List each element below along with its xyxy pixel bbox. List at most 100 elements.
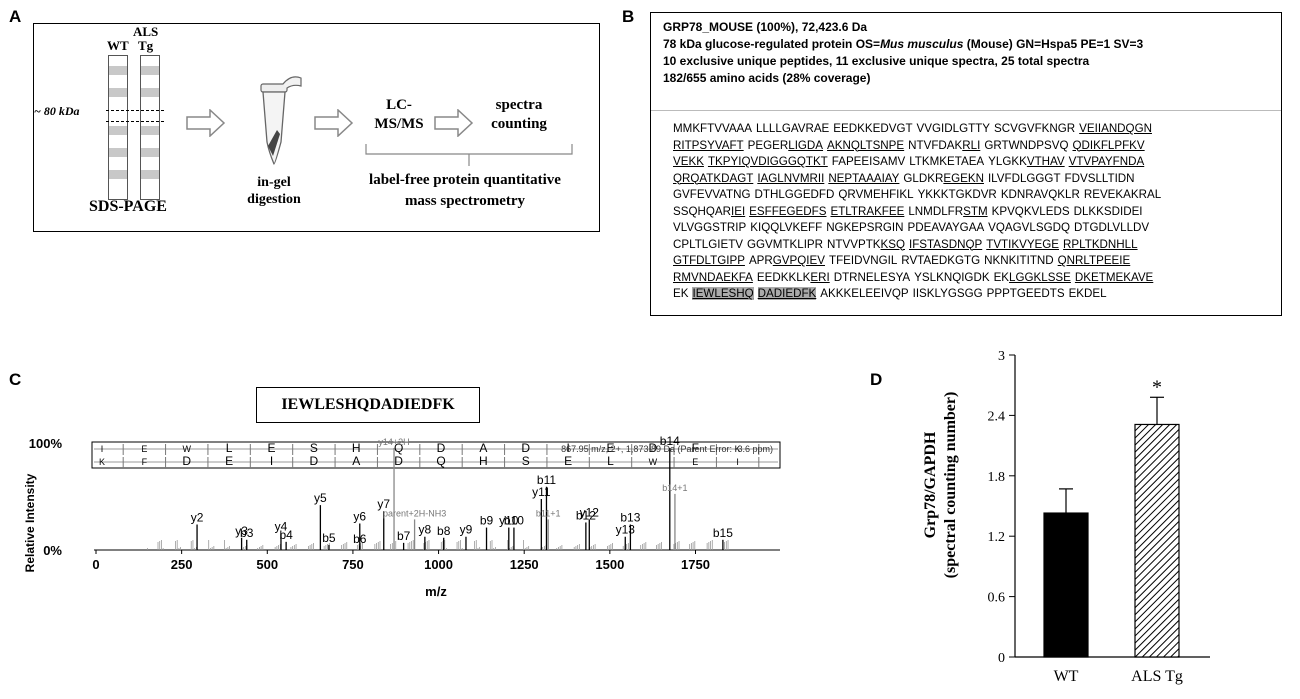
sequence-block: EKDEL [1068, 287, 1107, 300]
sequence-block: GRTWNDPSVQ [984, 138, 1069, 152]
b-ion-residue: K [735, 444, 741, 454]
panel-letter-d: D [870, 370, 883, 389]
arrow-right-icon [186, 109, 226, 137]
sequence-block: NTVVPTKKSQ [827, 237, 905, 251]
x-tick-label: 0 [92, 557, 99, 572]
sequence-block: VEIIANDQGN [1079, 122, 1152, 135]
sequence-block: RVTAEDKGTG [901, 254, 981, 267]
sequence-block: PDEAVAYGAA [907, 221, 985, 234]
peak-label: y9 [460, 523, 473, 537]
sequence-block: TFEIDVNGIL [828, 254, 898, 267]
b-ion-residue: E [267, 441, 275, 455]
sequence-block: QDIKFLPFKV [1072, 138, 1145, 152]
b-ion-residue: S [310, 441, 318, 455]
significance-marker: * [1152, 376, 1162, 398]
sequence-block: DLKKSDIDEI [1073, 204, 1143, 218]
y-ion-residue: D [310, 454, 319, 468]
b-ion-residue: D [521, 441, 530, 455]
sequence-block: ETLTRAKFEE [830, 204, 905, 218]
peak-label: b14 [660, 434, 680, 448]
lcms-label-2: MS/MS [374, 116, 424, 132]
sequence-block: LLLLGAVRAE [756, 122, 830, 135]
b-ion-residue: D [437, 441, 446, 455]
gel-lane-wt [108, 55, 128, 200]
y-ion-residue: F [142, 457, 148, 467]
sequence-block: SCVGVFKNGR [994, 122, 1076, 135]
sequence-block: VQAGVLSGDQ [988, 221, 1070, 234]
peak-label: y3 [235, 524, 248, 538]
parent-ion-info: 867.95 m/z, 2+, 1,873.89 Da (Parent Erro… [561, 444, 773, 454]
ingel-label-1: in-gel [257, 175, 291, 190]
sequence-block: VLVGGSTRIP [673, 221, 747, 234]
x-tick-label: 250 [171, 557, 193, 572]
peak-label: y10 [499, 514, 519, 528]
y-ion-residue: E [564, 454, 572, 468]
sequence-block: QNRLTPEEIE [1057, 254, 1131, 267]
grp78-bar-chart: Grp78/GAPDH (spectral counting number) 0… [922, 349, 1210, 685]
microtube-icon [260, 76, 302, 165]
peak-label: y14+2H [378, 437, 409, 447]
band-marker-top [106, 110, 164, 111]
peak-label: b4 [279, 528, 293, 542]
sequence-block: LTKMKETAEA [909, 155, 985, 168]
sequence-block: DTHLGGEDFD [754, 188, 835, 201]
x-tick-label: 1250 [510, 557, 539, 572]
spectra-label-2: counting [491, 116, 547, 132]
b-ion-residue: L [226, 441, 233, 455]
sequence-block: NGKEPSRGIN [826, 221, 904, 234]
sequence-block: EEDKKLKERI [756, 270, 830, 284]
peptide-sequence-box: IEWLESHQDADIEDFK [256, 387, 480, 423]
peak-label: b8 [437, 524, 451, 538]
sequence-block: YLGKKVTHAV [988, 155, 1065, 168]
bar-ylabel-line2: (spectral counting number) [942, 392, 959, 579]
b-ion-residue: W [183, 444, 192, 454]
b-ion-residue: F [692, 441, 699, 455]
coverage-summary: 182/655 amino acids (28% coverage) [663, 71, 871, 85]
sequence-block: EK [673, 287, 689, 300]
sequence-block: KDNRAVQKLR [1000, 188, 1080, 201]
x-tick-label: 750 [342, 557, 364, 572]
bar-category-label: ALS Tg [1131, 668, 1183, 685]
protein-name: GRP78_MOUSE (100%), 72,423.6 Da [663, 20, 868, 34]
sequence-block: KPVQKVLEDS [991, 204, 1070, 218]
y-ion-residue: W [649, 457, 658, 467]
band-marker-bottom [106, 121, 164, 122]
y-ion-residue: D [394, 454, 403, 468]
y-ion-residue: E [692, 457, 698, 467]
x-tick-label: 500 [256, 557, 278, 572]
peak-label: y4 [275, 520, 288, 534]
sequence-block: REVEKAKRAL [1083, 188, 1162, 201]
sequence-block: YKKKTGKDVR [917, 188, 997, 201]
sequence-block: QRVMEHFIKL [838, 188, 914, 201]
y-ion-residue: K [99, 457, 105, 467]
bar-y-tick-label: 1.8 [988, 470, 1006, 485]
sequence-block: CPLTLGIETV [673, 237, 744, 251]
sequence-block: PEGERLIGDA [747, 138, 824, 152]
y-top-label: 100% [29, 436, 63, 451]
y-ion-residue: I [736, 457, 739, 467]
sds-page-label: SDS-PAGE [89, 198, 167, 215]
x-tick-label: 1750 [681, 557, 710, 572]
peak-label: b11 [537, 473, 556, 487]
y-ion-residue: A [352, 454, 360, 468]
lcms-label-1: LC- [386, 97, 412, 113]
y-ion-residue: Q [436, 454, 445, 468]
peak-label: y6 [353, 509, 366, 523]
arrow-right-icon [434, 109, 474, 137]
bar-y-tick-label: 2.4 [988, 409, 1006, 424]
b-ion-residue: Q [394, 441, 403, 455]
y-ion-residue: L [607, 454, 614, 468]
separator-line [651, 110, 1281, 111]
bar-category-label: WT [1054, 668, 1079, 685]
sequence-block: VTVPAYFNDA [1068, 155, 1145, 168]
bar-y-tick-label: 0 [998, 651, 1005, 666]
sequence-block: ESFFEGEDFS [749, 204, 827, 218]
sequence-block: APRGVPQIEV [748, 254, 825, 267]
x-tick-label: 1500 [595, 557, 624, 572]
b-ion-residue: D [649, 441, 658, 455]
